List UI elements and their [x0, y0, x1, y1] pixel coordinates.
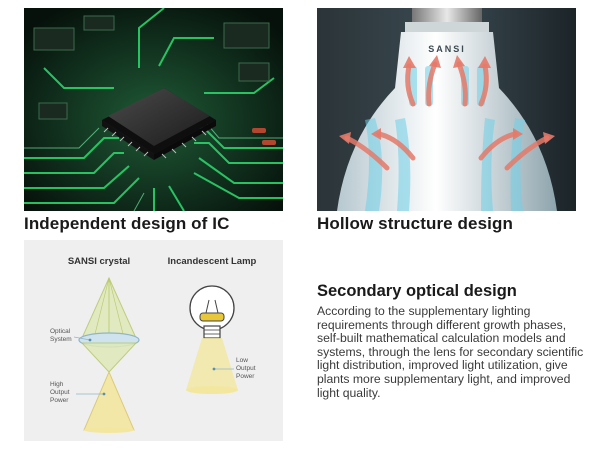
incandescent-title: Incandescent Lamp [168, 256, 257, 267]
bulb-illustration: SANSI [317, 8, 576, 211]
optical-system-line2: System [50, 336, 72, 343]
hollow-caption: Hollow structure design [317, 214, 513, 233]
low-output-line2: Output [236, 365, 256, 372]
high-output-line2: Output [50, 389, 70, 396]
circuit-board-illustration [24, 8, 283, 211]
high-output-line3: Power [50, 397, 69, 404]
optics-diagram-svg: SANSI crystal Incandescent Lamp Optical … [50, 256, 257, 433]
incandescent-bulb-icon [189, 285, 235, 339]
low-output-beam [186, 338, 238, 390]
low-output-line3: Power [236, 373, 255, 380]
sansi-crystal-title: SANSI crystal [68, 256, 130, 267]
high-output-beam [83, 370, 135, 431]
bulb-hollow-photo: SANSI [317, 8, 576, 211]
ic-circuit-photo [24, 8, 283, 211]
ic-caption: Independent design of IC [24, 214, 230, 233]
optics-comparison-diagram: SANSI crystal Incandescent Lamp Optical … [24, 240, 283, 441]
optical-design-title: Secondary optical design [317, 282, 517, 300]
bulb-brand-label: SANSI [428, 44, 466, 54]
low-output-line1: Low [236, 357, 248, 364]
airflow-arrows [344, 61, 550, 171]
high-output-line1: High [50, 381, 64, 388]
optical-design-description: According to the supplementary lighting … [317, 304, 584, 400]
optical-system-line1: Optical [50, 328, 71, 335]
